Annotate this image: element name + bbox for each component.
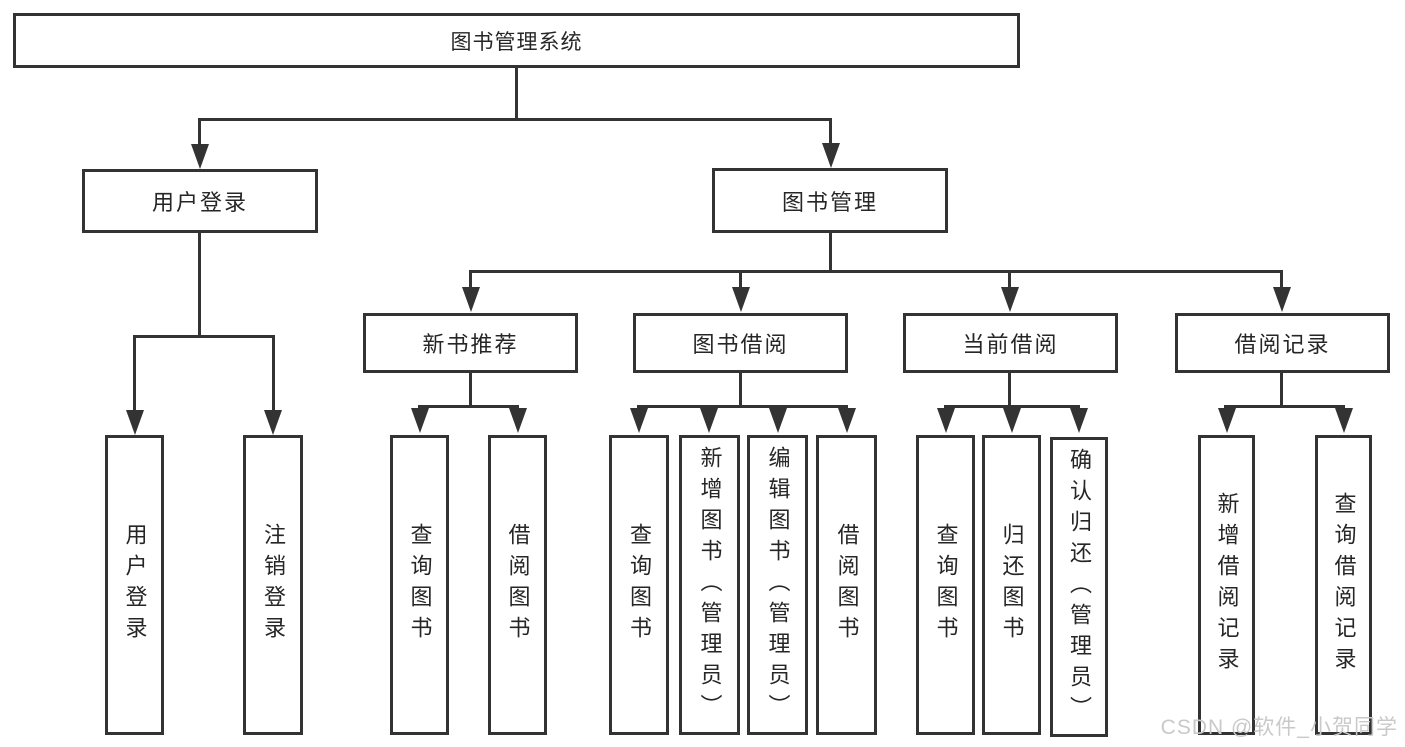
node-user-login-label: 用户登录 xyxy=(151,190,248,215)
leaf-bb-edit-books-admin-label: 编辑图书（管理员） xyxy=(765,445,791,725)
node-current-borrow-label: 当前借阅 xyxy=(962,332,1059,357)
arrowhead-new-book xyxy=(462,287,480,312)
connector-book-borrow-bar xyxy=(637,405,848,408)
connector-drop-book-mgmt xyxy=(829,121,832,146)
leaf-cb-confirm-return-admin-label: 确认归还（管理员） xyxy=(1067,447,1092,727)
arrowhead-book-borrow xyxy=(732,287,750,312)
arrowhead-cb-leaf-1 xyxy=(937,408,955,433)
leaf-nb-borrow-books-label: 借阅图书 xyxy=(505,523,531,647)
leaf-nb-borrow-books: 借阅图书 xyxy=(488,435,547,735)
leaf-cb-confirm-return-admin: 确认归还（管理员） xyxy=(1050,437,1108,737)
connector-borrow-records-bar xyxy=(1224,405,1345,408)
arrowhead-nb-leaf-1 xyxy=(411,408,429,433)
leaf-bb-borrow-books: 借阅图书 xyxy=(816,435,877,735)
connector-book-borrow-stem xyxy=(739,373,742,407)
connector-drop-leaf-logout xyxy=(272,338,275,411)
leaf-br-query-record-label: 查询借阅记录 xyxy=(1331,492,1357,678)
arrowhead-br-leaf-1 xyxy=(1218,408,1236,433)
node-book-borrow: 图书借阅 xyxy=(633,313,848,373)
connector-drop-leaf-login xyxy=(133,338,136,411)
arrowhead-nb-leaf-2 xyxy=(509,408,527,433)
connector-root-stem xyxy=(515,68,518,118)
arrowhead-bb-leaf-1 xyxy=(630,408,648,433)
leaf-bb-add-books-admin-label: 新增图书（管理员） xyxy=(697,445,723,725)
arrowhead-book-mgmt xyxy=(822,143,840,168)
leaf-cb-return-books: 归还图书 xyxy=(982,435,1041,735)
arrowhead-current-borrow xyxy=(1001,287,1019,312)
connector-new-book-bar xyxy=(418,405,519,408)
connector-drop-book-borrow xyxy=(739,273,742,288)
node-book-mgmt-label: 图书管理 xyxy=(781,189,878,215)
node-new-book: 新书推荐 xyxy=(363,313,578,373)
leaf-logout-label: 注销登录 xyxy=(261,523,286,647)
leaf-bb-add-books-admin: 新增图书（管理员） xyxy=(679,435,740,735)
connector-root-bar xyxy=(198,118,832,121)
arrowhead-user-login xyxy=(191,144,209,169)
leaf-logout: 注销登录 xyxy=(243,435,303,735)
arrowhead-br-leaf-2 xyxy=(1335,408,1353,433)
connector-user-login-bar xyxy=(133,335,275,338)
node-new-book-label: 新书推荐 xyxy=(422,332,519,357)
connector-book-mgmt-stem xyxy=(829,233,832,273)
connector-book-mgmt-bar xyxy=(469,270,1283,273)
arrowhead-bb-leaf-4 xyxy=(838,408,856,433)
arrowhead-borrow-records xyxy=(1273,287,1291,312)
connector-current-borrow-stem xyxy=(1008,373,1011,407)
leaf-br-add-record: 新增借阅记录 xyxy=(1198,435,1255,735)
connector-drop-current-borrow xyxy=(1008,273,1011,288)
node-borrow-records: 借阅记录 xyxy=(1175,313,1390,373)
leaf-bb-query-books-label: 查询图书 xyxy=(627,523,652,647)
leaf-cb-query-books: 查询图书 xyxy=(916,435,975,735)
node-current-borrow: 当前借阅 xyxy=(903,313,1118,373)
connector-new-book-stem xyxy=(469,373,472,407)
leaf-nb-query-books: 查询图书 xyxy=(390,435,449,735)
connector-borrow-records-stem xyxy=(1280,373,1283,407)
node-borrow-records-label: 借阅记录 xyxy=(1234,332,1331,357)
node-root-system: 图书管理系统 xyxy=(13,13,1020,68)
connector-drop-new-book xyxy=(469,273,472,288)
node-book-borrow-label: 图书借阅 xyxy=(692,332,789,357)
connector-drop-borrow-records xyxy=(1280,273,1283,288)
leaf-br-add-record-label: 新增借阅记录 xyxy=(1214,492,1240,678)
leaf-bb-borrow-books-label: 借阅图书 xyxy=(834,523,860,647)
connector-drop-user-login xyxy=(198,121,201,146)
arrowhead-cb-leaf-3 xyxy=(1070,408,1088,433)
leaf-cb-return-books-label: 归还图书 xyxy=(999,523,1025,647)
connector-user-login-stem xyxy=(198,233,201,338)
arrowhead-cb-leaf-2 xyxy=(1003,408,1021,433)
node-user-login: 用户登录 xyxy=(82,169,318,233)
arrowhead-bb-leaf-2 xyxy=(700,408,718,433)
leaf-user-login: 用户登录 xyxy=(105,435,164,735)
leaf-bb-query-books: 查询图书 xyxy=(609,435,669,735)
node-root-label: 图书管理系统 xyxy=(450,30,583,54)
connector-current-borrow-bar xyxy=(944,405,1080,408)
leaf-br-query-record: 查询借阅记录 xyxy=(1315,435,1372,735)
arrowhead-bb-leaf-3 xyxy=(769,408,787,433)
arrowhead-leaf-logout xyxy=(264,410,282,435)
node-book-mgmt: 图书管理 xyxy=(712,168,948,233)
arrowhead-leaf-login xyxy=(126,410,144,435)
leaf-nb-query-books-label: 查询图书 xyxy=(407,523,433,647)
leaf-cb-query-books-label: 查询图书 xyxy=(933,523,959,647)
leaf-bb-edit-books-admin: 编辑图书（管理员） xyxy=(747,435,808,735)
leaf-user-login-label: 用户登录 xyxy=(122,523,148,647)
